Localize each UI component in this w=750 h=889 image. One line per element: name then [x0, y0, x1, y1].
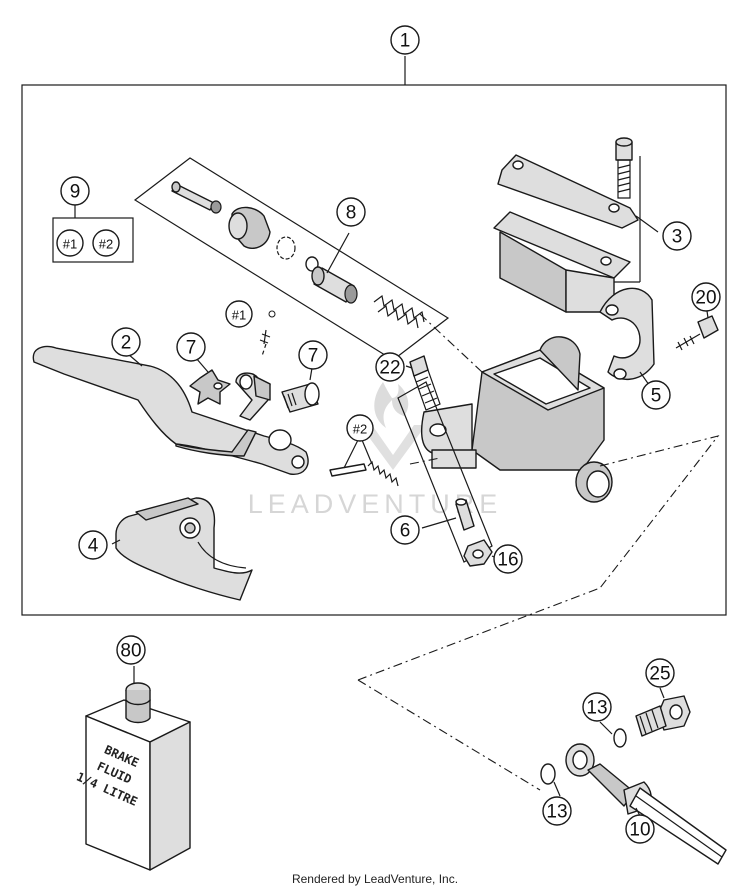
part-80-brake-fluid-can: BRAKE FLUID 1/4 LITRE — [74, 666, 191, 871]
svg-text:#1: #1 — [63, 237, 77, 252]
svg-text:3: 3 — [672, 227, 683, 248]
svg-text:6: 6 — [400, 521, 411, 542]
svg-text:80: 80 — [120, 641, 141, 662]
callout-10: 10 — [625, 814, 655, 844]
callout-5: 5 — [641, 380, 671, 410]
callout-6: 6 — [390, 515, 420, 545]
svg-text:5: 5 — [651, 386, 662, 407]
part-8-piston-kit — [133, 157, 450, 361]
callout-22: 22 — [375, 352, 405, 382]
washer-lower — [540, 763, 556, 785]
callout-25: 25 — [645, 658, 675, 688]
svg-text:#1: #1 — [232, 308, 246, 323]
washer-upper — [613, 728, 627, 748]
footer-credit: Rendered by LeadVenture, Inc. — [292, 872, 458, 886]
part-5-handlebar-clamp — [599, 287, 655, 393]
svg-text:#2: #2 — [99, 237, 113, 252]
callout-13b: 13 — [542, 796, 572, 826]
part-lever-pivot-bracket — [235, 372, 271, 421]
callout-4: 4 — [78, 530, 108, 560]
master-cylinder-body — [419, 313, 720, 589]
svg-text:13: 13 — [546, 802, 567, 823]
part-22-pivot-bolt — [397, 355, 493, 563]
svg-text:16: 16 — [497, 550, 518, 571]
part-7-adjuster-sleeve — [281, 367, 320, 413]
callout-sub2-kit: #2 — [92, 229, 120, 257]
part-20-clamp-bolt — [675, 303, 719, 351]
svg-text:20: 20 — [695, 288, 716, 309]
svg-text:7: 7 — [308, 346, 319, 367]
part-sub2-pin-spring — [329, 439, 441, 487]
svg-text:1: 1 — [400, 31, 411, 52]
part-2-lever — [32, 345, 309, 475]
part-16-nut — [463, 539, 497, 567]
svg-text:4: 4 — [88, 536, 99, 557]
callout-8: 8 — [336, 197, 366, 227]
part-7-adjuster-knob — [189, 357, 231, 405]
svg-text:10: 10 — [629, 820, 650, 841]
svg-text:22: 22 — [379, 358, 400, 379]
callout-20: 20 — [691, 282, 721, 312]
callout-sub1-part: #1 — [225, 300, 253, 328]
part-sub1-adjuster-screw — [259, 310, 276, 357]
callout-7b: 7 — [298, 340, 328, 370]
svg-text:2: 2 — [121, 333, 132, 354]
watermark-chevron-icon — [360, 425, 426, 470]
callout-3: 3 — [662, 221, 692, 251]
svg-text:8: 8 — [346, 203, 357, 224]
callout-7a: 7 — [176, 332, 206, 362]
callout-9: 9 — [60, 176, 90, 206]
watermark-flame-icon — [374, 382, 409, 428]
svg-text:#2: #2 — [353, 422, 367, 437]
callout-sub2-part: #2 — [346, 414, 374, 442]
svg-text:25: 25 — [649, 664, 670, 685]
part-3-reservoir-cover — [493, 137, 659, 313]
callout-1: 1 — [390, 25, 420, 55]
svg-text:13: 13 — [586, 698, 607, 719]
part-6-sleeve — [421, 498, 475, 531]
callout-80: 80 — [116, 635, 146, 665]
callout-16: 16 — [493, 544, 523, 574]
svg-text:9: 9 — [70, 182, 81, 203]
callout-sub1-kit: #1 — [56, 229, 84, 257]
brake-line-group — [357, 587, 727, 865]
svg-text:7: 7 — [186, 338, 197, 359]
circlip — [276, 236, 296, 260]
callout-2: 2 — [111, 327, 141, 357]
part-4-lever-guard — [111, 497, 253, 601]
callout-13a: 13 — [582, 692, 612, 722]
assembly-frame — [21, 84, 727, 616]
